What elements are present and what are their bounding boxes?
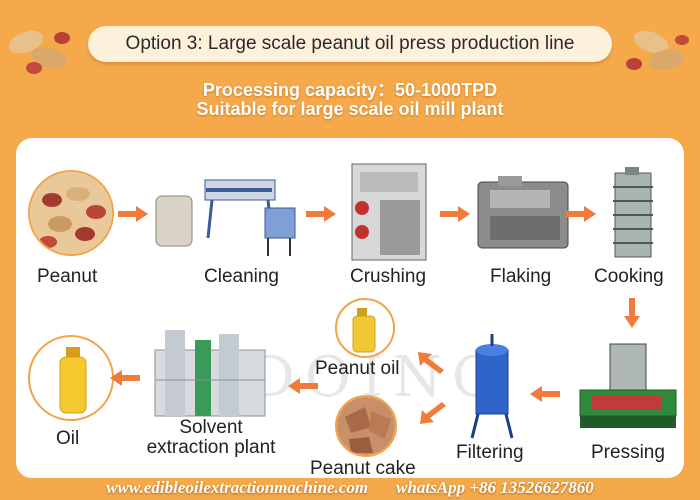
label-solvent-line2: extraction plant — [146, 437, 276, 458]
peanuts-right-decoration — [626, 30, 689, 71]
arrow-right-icon — [440, 206, 470, 222]
suitability-text: Suitable for large scale oil mill plant — [196, 99, 504, 119]
oil-bottle-image — [28, 335, 114, 421]
label-peanut-cake: Peanut cake — [310, 458, 416, 479]
label-peanut-oil: Peanut oil — [315, 358, 400, 379]
label-pressing: Pressing — [591, 442, 665, 463]
crushing-machine-image — [351, 163, 427, 261]
label-cooking: Cooking — [594, 266, 664, 287]
label-filtering: Filtering — [456, 442, 524, 463]
label-flaking: Flaking — [490, 266, 552, 287]
flaking-machine-image — [477, 176, 569, 249]
arrow-right-icon — [306, 206, 336, 222]
filtering-machine-image — [470, 334, 514, 439]
label-solvent-extraction: Solvent extraction plant — [146, 418, 276, 458]
arrow-right-icon — [566, 206, 596, 222]
cooking-machine-image — [613, 167, 653, 258]
arrow-left-icon — [530, 386, 560, 402]
footer-contact: www.edibleoilextractionmachine.com whats… — [0, 478, 700, 500]
footer-website: www.edibleoilextractionmachine.com — [106, 478, 369, 497]
peanut-cake-image — [335, 395, 397, 457]
page-title: Option 3: Large scale peanut oil press p… — [125, 33, 575, 54]
arrow-up-left-icon — [418, 352, 444, 374]
peanut-oil-image — [335, 298, 395, 358]
peanuts-left-decoration — [8, 30, 70, 74]
label-solvent-line1: Solvent — [179, 417, 243, 438]
arrow-left-icon — [288, 378, 318, 394]
solvent-extraction-plant-image — [154, 330, 266, 417]
pressing-machine-image — [579, 343, 677, 428]
title-banner: Option 3: Large scale peanut oil press p… — [88, 26, 612, 62]
peanut-image — [28, 170, 114, 256]
arrow-right-icon — [118, 206, 148, 222]
arrow-left-icon — [110, 370, 140, 386]
label-peanut: Peanut — [37, 266, 98, 287]
arrow-down-icon — [624, 298, 640, 328]
arrow-down-left-icon — [420, 402, 446, 424]
capacity-text: Processing capacity：50-1000TPD — [202, 80, 498, 100]
label-crushing: Crushing — [350, 266, 427, 287]
footer-whatsapp: whatsApp +86 13526627860 — [396, 478, 594, 497]
label-oil: Oil — [56, 428, 80, 449]
cleaning-machine-image — [155, 179, 296, 256]
label-cleaning: Cleaning — [204, 266, 279, 287]
